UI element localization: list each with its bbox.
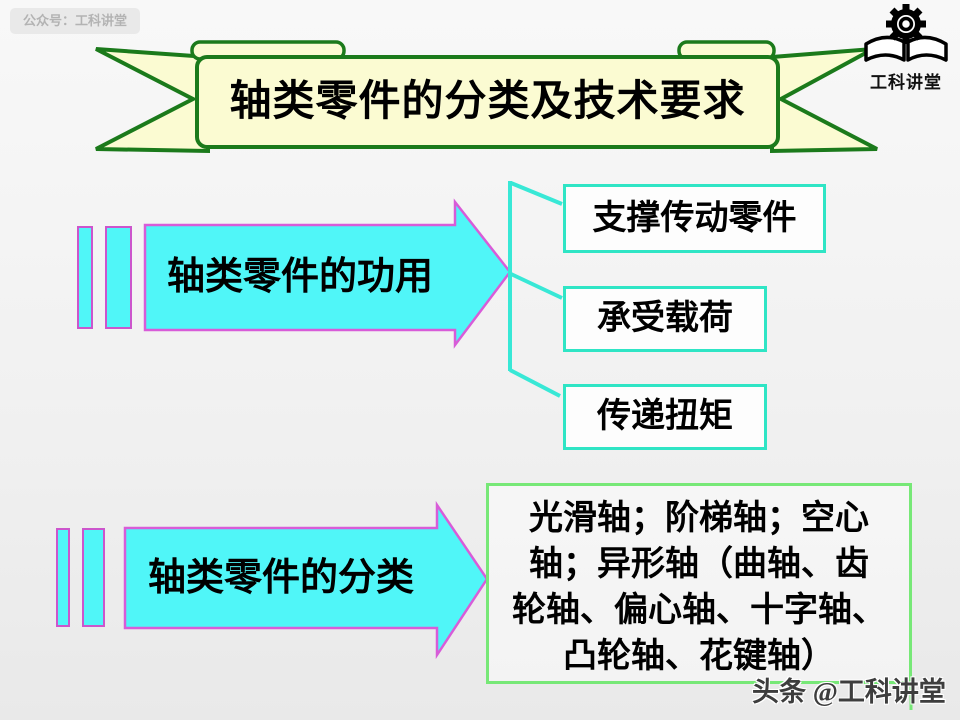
function-arrow-shape	[143, 198, 512, 349]
classification-text: 光滑轴；阶梯轴；空心 轴；异形轴（曲轴、齿 轮轴、偏心轴、十字轴、 凸轮轴、花键…	[489, 486, 909, 680]
slide-title: 轴类零件的分类及技术要求	[229, 79, 746, 125]
classification-arrow-label: 轴类零件的分类	[147, 557, 414, 599]
classification-line: 凸轮轴、花键轴）	[563, 638, 835, 675]
logo-label: 工科讲堂	[870, 73, 942, 92]
function-arrow-label: 轴类零件的功用	[166, 256, 433, 298]
function-item-box: 支撑传动零件	[563, 184, 826, 253]
function-item-box: 承受载荷	[563, 286, 767, 352]
open-book-icon	[864, 35, 948, 62]
function-item-box: 传递扭矩	[563, 384, 767, 450]
wechat-account-badge: 公众号：工科讲堂	[10, 8, 140, 34]
accent-bar	[105, 226, 132, 329]
classification-box: 光滑轴；阶梯轴；空心 轴；异形轴（曲轴、齿 轮轴、偏心轴、十字轴、 凸轮轴、花键…	[486, 483, 912, 684]
bracket-lines	[508, 181, 563, 398]
classification-arrow-shape	[123, 500, 489, 660]
brand-logo: 工科讲堂	[858, 2, 954, 94]
ribbon-panel	[195, 55, 780, 149]
accent-bar	[77, 226, 93, 329]
classification-line: 轮轴、偏心轴、十字轴、	[512, 592, 886, 629]
gear-book-icon	[864, 4, 948, 62]
classification-line: 光滑轴；阶梯轴；空心	[529, 500, 869, 537]
ribbon-left-tail	[95, 47, 210, 154]
gear-icon	[886, 4, 926, 44]
accent-bar	[82, 528, 105, 627]
classification-line: 轴；异形轴（曲轴、齿	[529, 546, 869, 583]
accent-bar	[56, 528, 70, 627]
watermark: 头条 @工科讲堂	[752, 677, 946, 707]
